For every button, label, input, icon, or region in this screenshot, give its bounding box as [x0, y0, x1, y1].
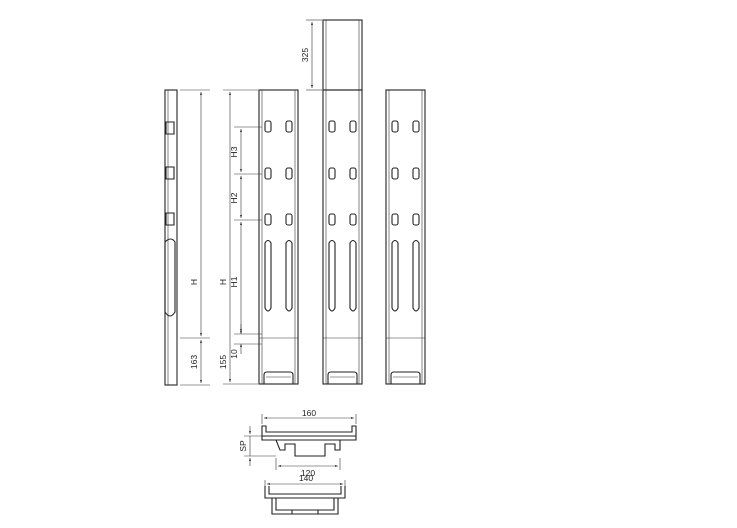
label-h1: H1	[229, 276, 239, 287]
label-h-side: H	[189, 279, 199, 285]
dimension-325: 325	[300, 19, 322, 91]
label-h2: H2	[229, 192, 239, 203]
profile-section-160: 160 120 SP	[238, 408, 357, 478]
label-10: 10	[229, 349, 239, 359]
label-h3: H3	[229, 146, 239, 157]
label-155: 155	[218, 355, 228, 369]
label-sp: SP	[238, 440, 248, 452]
front-post-3	[385, 89, 426, 385]
label-163: 163	[189, 355, 199, 369]
profile-section-140: 140	[264, 473, 346, 515]
side-view-post	[164, 89, 178, 386]
dimension-chain-post-1: H 155 H3 H2 H1 10	[218, 89, 262, 385]
label-120: 120	[301, 468, 315, 478]
label-325: 325	[300, 48, 310, 62]
dimension-h-side: H 163	[180, 89, 210, 386]
front-post-2	[322, 19, 363, 385]
label-160: 160	[302, 408, 316, 418]
label-140: 140	[299, 473, 313, 483]
label-h-front: H	[218, 279, 228, 285]
front-post-1	[258, 89, 299, 385]
